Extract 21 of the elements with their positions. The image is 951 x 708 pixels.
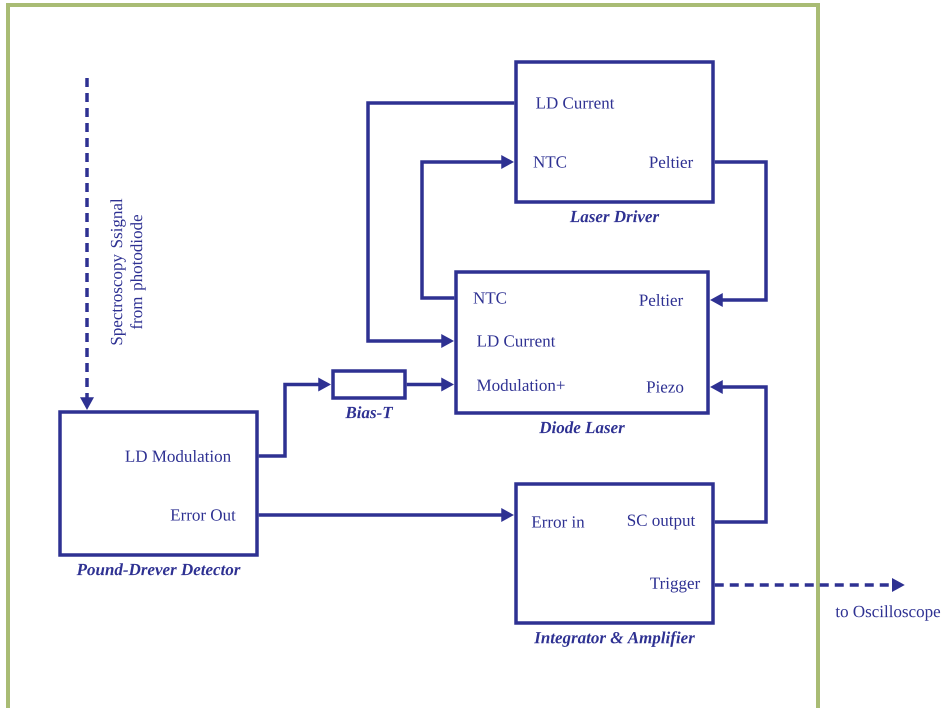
port-label: Peltier xyxy=(649,156,694,168)
node-label: Diode Laser xyxy=(539,421,625,434)
port-label: LD Current xyxy=(536,97,614,109)
edge-label: Spectroscopy Ssignal from photodiode xyxy=(109,183,147,360)
port-label: NTC xyxy=(474,292,506,304)
node-label: Integrator & Amplifier xyxy=(534,631,695,647)
port-label: Piezo xyxy=(646,381,684,393)
node-label: Bias-T xyxy=(345,406,394,418)
node-label: Pound-Drever Detector xyxy=(76,563,241,576)
port-label: NTC xyxy=(534,156,566,168)
destination-label: to Oscilloscope xyxy=(836,605,940,621)
node-label: Laser Driver xyxy=(570,210,660,222)
port-label: LD Modulation xyxy=(125,450,231,462)
port-label: Error in xyxy=(532,516,584,528)
port-label: Modulation+ xyxy=(477,379,565,391)
port-label: Trigger xyxy=(650,578,700,592)
port-label: LD Current xyxy=(477,335,556,347)
port-label: SC output xyxy=(628,514,696,530)
port-label: Peltier xyxy=(639,294,684,306)
bias-t-box: Bias-T xyxy=(331,369,407,418)
port-label: Error Out xyxy=(170,509,236,521)
